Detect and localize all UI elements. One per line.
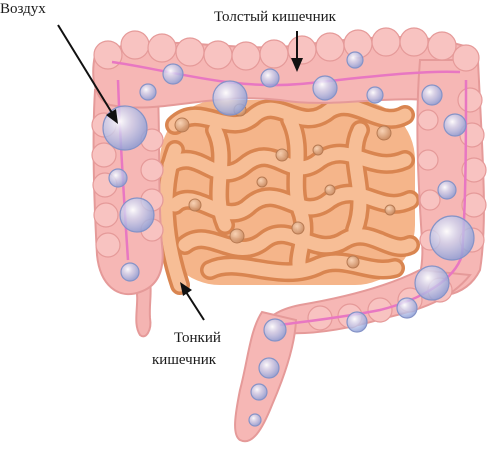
arrows bbox=[57, 24, 303, 321]
arrow-large-intestine bbox=[291, 31, 303, 72]
arrow-air bbox=[57, 24, 118, 124]
label-air: Воздух bbox=[0, 1, 46, 17]
label-small-intestine-line1: Тонкий bbox=[174, 330, 221, 346]
label-small-intestine-line2: кишечник bbox=[152, 352, 217, 368]
air-bubbles bbox=[102, 51, 475, 427]
arrow-small-intestine bbox=[180, 282, 205, 321]
small-intestine bbox=[155, 96, 420, 295]
appendix bbox=[134, 280, 152, 338]
large-intestine bbox=[91, 27, 487, 443]
label-large-intestine: Толстый кишечник bbox=[214, 9, 336, 25]
